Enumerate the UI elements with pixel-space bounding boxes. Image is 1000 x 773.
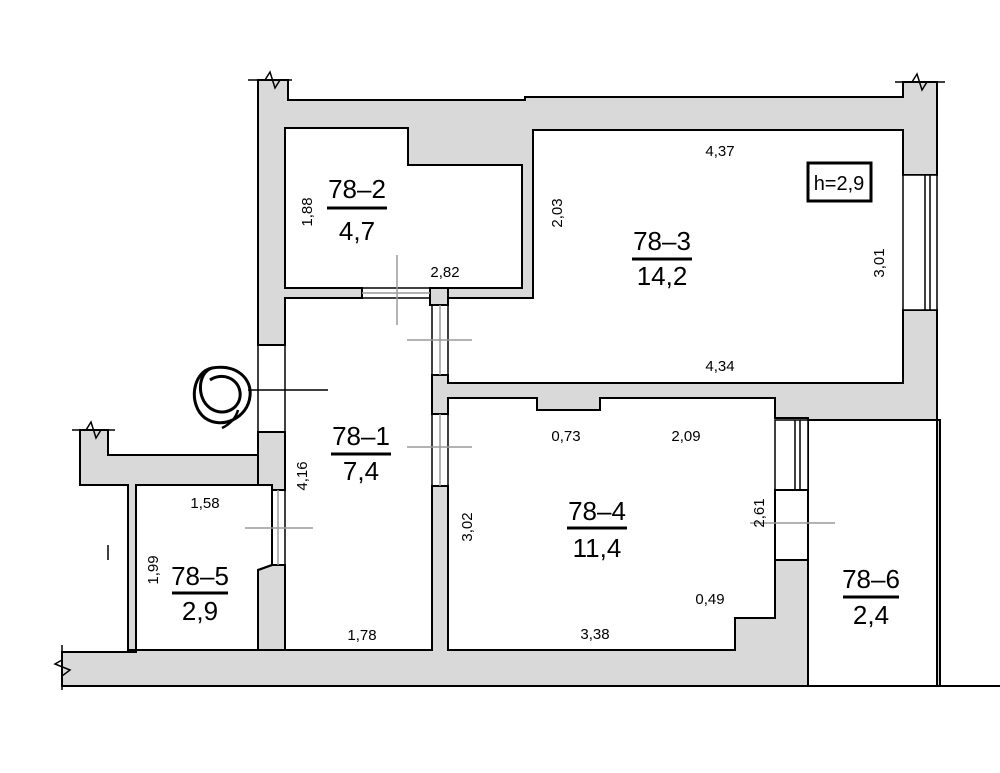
dimension-labels: 1,88 2,82 4,37 2,03 3,01 4,34 0,73 2,09 … [145,143,888,644]
dim-room4-right: 2,61 [751,498,768,527]
room-78-5-area: 2,9 [182,596,218,626]
dim-room2-height: 1,88 [299,197,316,226]
dim-room4-left: 3,02 [459,512,476,541]
room-78-3-area: 14,2 [637,261,688,291]
dim-room4-top-right: 2,09 [671,428,700,445]
room-78-5-number: 78–5 [171,561,229,591]
wall-corridor-left [79,429,259,651]
dim-room3-bottom: 4,34 [705,358,734,375]
window-room3 [902,174,938,311]
dim-room2-width: 2,82 [430,264,459,281]
room-lines [53,70,1000,690]
break-symbol-left [72,420,115,440]
room-78-6-number: 78–6 [842,564,900,594]
ceiling-height-box: h=2,9 [806,161,873,203]
room-78-4-area: 11,4 [573,533,622,563]
room-78-4-number: 78–4 [568,496,626,526]
wall-central [431,309,938,421]
dim-room1-height: 4,16 [294,461,311,490]
dim-room4-notch: 0,49 [695,591,724,608]
scribble-circle [192,365,252,425]
dim-room3-top: 4,37 [705,143,734,160]
dim-room5-top: 1,58 [190,495,219,512]
dim-room3-left: 2,03 [549,198,566,227]
entrance-circle-mark [192,365,252,430]
wall-stub-1-3 [429,287,449,306]
dim-room4-bottom: 3,38 [580,626,609,643]
room-labels: 78–1 7,4 78–2 4,7 78–3 14,2 78–4 11,4 78… [171,174,900,630]
dim-room4-top-left: 0,73 [551,428,580,445]
wall-left-lower [257,431,286,491]
room-78-6-area: 2,4 [853,600,889,630]
opening-marks [245,255,835,565]
wall-room4-right-lower [774,489,809,561]
room5-outline [135,484,273,651]
scribble-tail [221,409,240,430]
dim-room5-left: 1,99 [145,555,162,584]
room-78-1-area: 7,4 [343,456,379,486]
window-room4 [774,419,809,491]
room-78-1-number: 78–1 [332,421,390,451]
room-78-2-number: 78–2 [328,174,386,204]
room6-outline [807,419,938,687]
room-78-3-number: 78–3 [633,226,691,256]
break-symbol-bottom-left [53,645,72,690]
break-symbol-top-left [248,70,292,90]
dim-room1-bottom: 1,78 [347,627,376,644]
ceiling-height-frame [806,161,873,203]
room-78-2-area: 4,7 [339,216,375,246]
wall-top [257,79,938,346]
ceiling-height-label: h=2,9 [814,173,865,195]
break-symbol-top-right [895,72,945,92]
dim-room3-right: 3,01 [871,248,888,277]
